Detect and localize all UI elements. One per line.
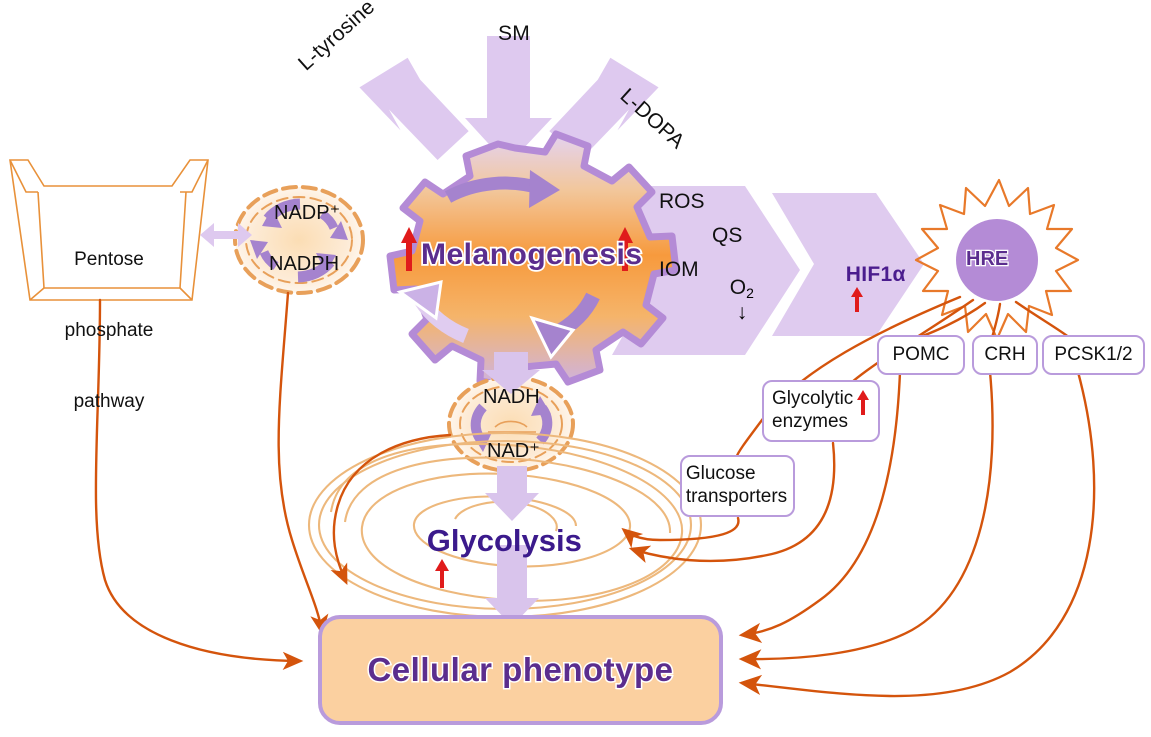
connector-pentose-to-phenotype [94, 298, 304, 670]
pcsk-label: PCSK1/2 [1054, 343, 1133, 365]
input-arrow-sm [465, 36, 552, 165]
nadp-nadph-organelle [233, 185, 365, 295]
box-crh[interactable]: CRH [972, 335, 1038, 375]
connector-hre-to-pcsk [1014, 300, 1072, 340]
melanogenesis-label: Melanogenesis [419, 236, 644, 273]
connector-nadp-to-phenotype [277, 291, 329, 636]
gear-to-nadh-arrow [482, 352, 540, 394]
chevron-label-qs: QS [712, 224, 743, 247]
glucose-line-2: transporters [685, 486, 788, 507]
connector-pcsk-to-phenotype [738, 370, 1096, 698]
chevron-label-ros: ROS [659, 190, 705, 213]
pentose-phosphate-shape [9, 159, 209, 301]
enzymes-up-arrow-icon [857, 390, 870, 415]
glycolysis-group: Glycolysis [409, 505, 582, 608]
melanogenesis-gear [386, 130, 680, 391]
connector-nadh-down-left [330, 433, 452, 586]
cellular-phenotype-label: Cellular phenotype [366, 650, 675, 690]
cellular-phenotype-box[interactable]: Cellular phenotype [318, 615, 723, 725]
hif1a-up-arrow-icon [850, 287, 863, 312]
glucose-line-1: Glucose [685, 463, 756, 485]
hif1a-label: HIF1α [845, 263, 906, 286]
input-arrow-l-tyrosine [359, 57, 469, 161]
hre-label: HRE [965, 247, 1010, 272]
connector-enzymes-to-glycolysis [628, 441, 836, 563]
hif1a-group: HIF1α [828, 245, 906, 331]
oxygen-down-arrow: ↓ [736, 301, 748, 325]
nadph-label: NADPH [269, 253, 340, 275]
connector-glucose-to-glycolysis [621, 516, 740, 549]
input-arrow-l-dopa [549, 57, 659, 161]
pentose-nadp-double-arrow [200, 223, 252, 247]
connector-pomc-to-phenotype [738, 370, 902, 643]
nadh-to-glycolysis-arrow [485, 466, 539, 521]
connector-crh-to-phenotype [738, 370, 994, 670]
input-label-sm: SM [498, 22, 530, 45]
oxygen-symbol: O [729, 276, 747, 299]
chevron-label-iom: IOM [659, 258, 699, 281]
glycolysis-to-phenotype-arrow [485, 545, 539, 626]
pomc-label: POMC [892, 343, 950, 365]
enzymes-line-2: enzymes [772, 411, 849, 432]
pentose-phosphate-label: Pentose phosphate pathway [50, 200, 168, 461]
glycolysis-up-arrow-icon [434, 559, 449, 588]
nad-plus-label: NAD⁺ [487, 440, 540, 462]
glycolysis-label: Glycolysis [426, 523, 582, 558]
pentose-line-3: pathway [73, 391, 145, 412]
pentose-line-1: Pentose [74, 248, 144, 270]
connector-hre-to-pomc [914, 301, 987, 340]
box-pcsk[interactable]: PCSK1/2 [1042, 335, 1145, 375]
nadh-label: NADH [483, 386, 540, 408]
pentose-line-2: phosphate [64, 319, 154, 341]
chevron-label-oxygen: O2 ↓ [712, 258, 754, 343]
oxygen-subscript: 2 [746, 285, 754, 302]
box-pomc[interactable]: POMC [877, 335, 965, 375]
enzymes-line-1: Glycolytic [772, 388, 854, 410]
crh-label: CRH [984, 343, 1026, 365]
nadp-plus-label: NADP⁺ [274, 202, 341, 224]
